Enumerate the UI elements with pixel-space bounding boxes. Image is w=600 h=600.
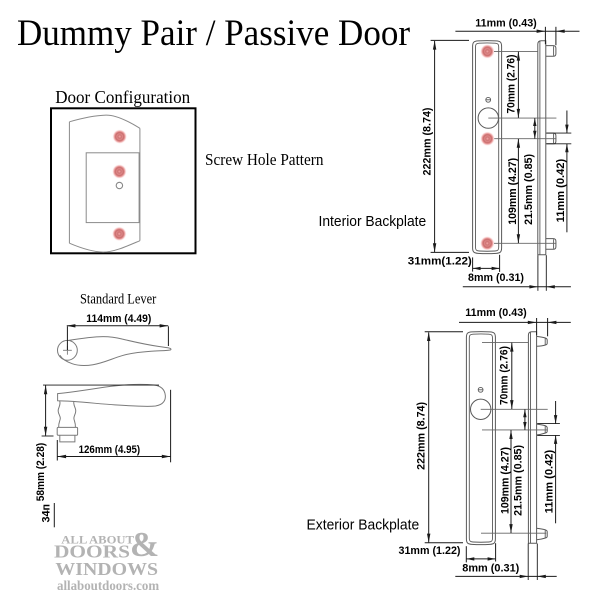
svg-text:ALL ABOUT: ALL ABOUT	[61, 535, 134, 547]
svg-text:11mm (0.42): 11mm (0.42)	[544, 449, 556, 513]
svg-text:WINDOWS: WINDOWS	[55, 559, 158, 579]
svg-text:31mm(1.22): 31mm(1.22)	[408, 256, 472, 268]
svg-text:Screw Hole Pattern: Screw Hole Pattern	[205, 150, 324, 169]
svg-text:126mm (4.95): 126mm (4.95)	[79, 444, 141, 456]
svg-text:Standard Lever: Standard Lever	[80, 292, 156, 308]
svg-text:Dummy Pair / Passive Door: Dummy Pair / Passive Door	[17, 12, 410, 53]
svg-text:21.5mm (0.85): 21.5mm (0.85)	[513, 445, 525, 516]
svg-text:70mm (2.76): 70mm (2.76)	[499, 346, 511, 405]
svg-text:70mm (2.76): 70mm (2.76)	[506, 54, 518, 113]
svg-text:11mm (0.42): 11mm (0.42)	[555, 158, 567, 222]
svg-text:109mm (4.27): 109mm (4.27)	[499, 447, 511, 514]
svg-text:114mm (4.49): 114mm (4.49)	[86, 313, 151, 325]
svg-text:58mm (2.28): 58mm (2.28)	[35, 442, 47, 501]
svg-text:34п: 34п	[40, 504, 52, 523]
svg-text:31mm (1.22): 31mm (1.22)	[399, 545, 461, 557]
svg-text:8mm (0.31): 8mm (0.31)	[468, 272, 524, 284]
svg-text:109mm (4.27): 109mm (4.27)	[507, 157, 519, 224]
svg-text:222mm (8.74): 222mm (8.74)	[422, 107, 434, 175]
svg-text:11mm (0.43): 11mm (0.43)	[475, 17, 537, 29]
svg-text:&: &	[130, 525, 159, 564]
svg-text:11mm (0.43): 11mm (0.43)	[465, 307, 527, 319]
svg-text:Door Configuration: Door Configuration	[55, 87, 190, 107]
svg-text:Interior Backplate: Interior Backplate	[319, 213, 427, 230]
svg-text:222mm (8.74): 222mm (8.74)	[415, 402, 427, 470]
svg-text:DOORS: DOORS	[54, 542, 130, 562]
svg-text:21.5mm (0.85): 21.5mm (0.85)	[523, 154, 535, 225]
svg-text:Exterior Backplate: Exterior Backplate	[307, 517, 420, 534]
svg-text:8mm (0.31): 8mm (0.31)	[462, 563, 519, 575]
svg-text:allaboutdoors.com: allaboutdoors.com	[57, 578, 160, 593]
